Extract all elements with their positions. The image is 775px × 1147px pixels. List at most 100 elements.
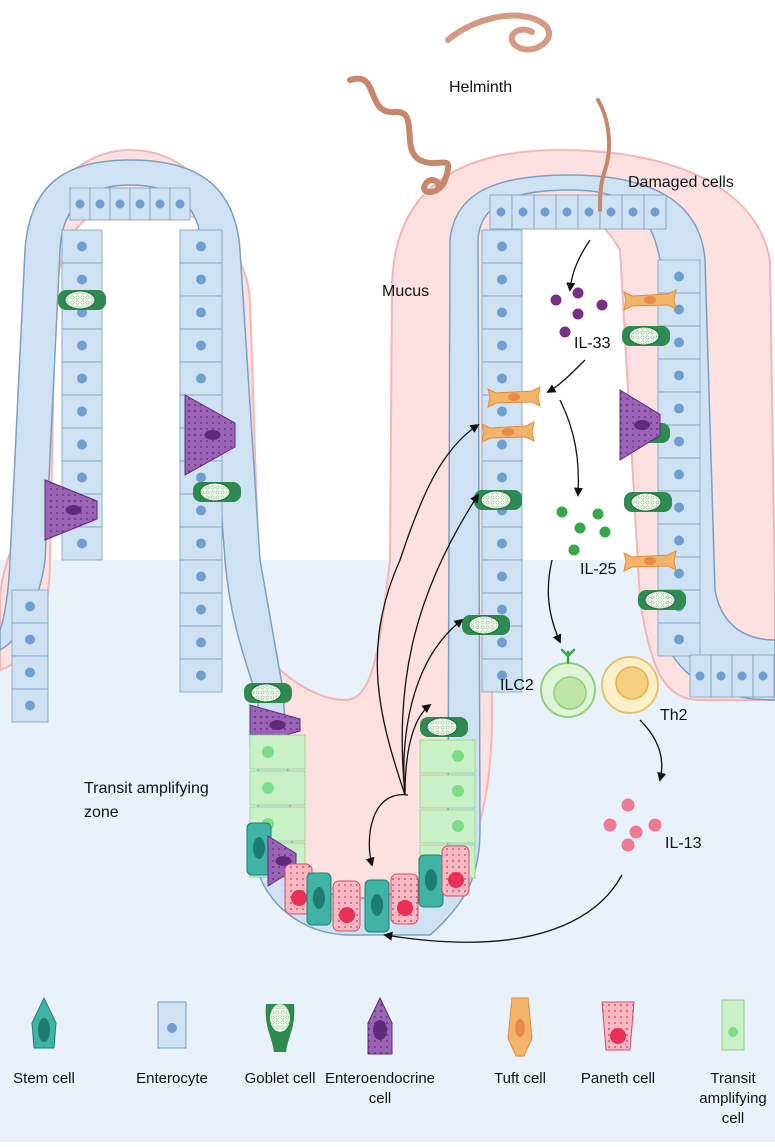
enterocyte	[481, 262, 523, 297]
enterocyte	[657, 358, 701, 393]
goblet-cell	[462, 615, 510, 635]
enterocyte-icon	[157, 1001, 187, 1049]
goblet-cell	[624, 492, 672, 512]
enterocyte	[689, 654, 712, 698]
il25-dot	[592, 508, 604, 520]
enterocyte	[61, 394, 103, 429]
specialized-cells	[44, 289, 686, 933]
helminth-worm-1	[445, 12, 552, 53]
enterocyte	[89, 187, 111, 221]
stem-cell	[306, 872, 332, 926]
il33-dot	[559, 326, 571, 338]
signal-arrows	[365, 239, 667, 943]
il33-dot	[572, 287, 584, 299]
transit-zone-label-line2: zone	[84, 804, 119, 821]
enterocyte	[621, 194, 645, 230]
paneth-cell	[284, 863, 313, 915]
il13-dot	[621, 838, 635, 852]
enterocyte	[599, 194, 623, 230]
enterocyte	[577, 194, 601, 230]
transit-zone-label-line1: Transit amplifying	[84, 780, 209, 797]
il25-dot	[599, 526, 611, 538]
legend-label: Enterocyte	[136, 1070, 208, 1087]
enterocyte	[61, 328, 103, 363]
il33-label: IL-33	[574, 335, 611, 352]
tuft-cell	[623, 550, 677, 572]
goblet-cell	[58, 290, 106, 310]
enterocyte	[179, 625, 223, 660]
epithelial-cells	[11, 187, 775, 723]
legend-label: Goblet cell	[245, 1070, 316, 1087]
enterocyte	[61, 460, 103, 495]
legend-item: Goblet cell	[245, 1004, 316, 1087]
transit-amplifying-cell	[419, 739, 476, 774]
legend-item: Tuft cell	[494, 997, 546, 1087]
legend-item: Paneth cell	[581, 1001, 655, 1087]
th2-label: Th2	[660, 707, 688, 724]
enterocyte	[69, 187, 91, 221]
enterocyte	[179, 361, 223, 396]
il25-label: IL-25	[580, 561, 617, 578]
enterocyte	[61, 526, 103, 561]
enteroendocrine-cell	[44, 479, 98, 541]
enterocyte	[179, 262, 223, 297]
paneth-cell	[390, 873, 419, 925]
il33-dot	[572, 308, 584, 320]
enterocyte	[179, 592, 223, 627]
enterocyte	[481, 460, 523, 495]
paneth-cell	[332, 880, 361, 932]
enterocyte	[109, 187, 131, 221]
stem-cell	[246, 822, 272, 876]
il13-label: IL-13	[665, 835, 702, 852]
enterocyte	[11, 622, 49, 657]
enterocyte	[511, 194, 535, 230]
enterocyte	[481, 559, 523, 594]
helminth-worm-2	[347, 75, 452, 195]
enterocyte	[481, 658, 523, 693]
legend-label: Tuft cell	[494, 1070, 546, 1087]
legend-label: Transit	[710, 1070, 756, 1087]
enterocyte	[129, 187, 151, 221]
goblet-cell-icon	[265, 1004, 295, 1052]
enterocyte	[179, 526, 223, 561]
il13-molecules	[603, 798, 662, 852]
legend-label: Enteroendocrine	[325, 1070, 435, 1087]
il33-dot	[596, 299, 608, 311]
enterocyte	[481, 229, 523, 264]
enterocyte	[11, 688, 49, 723]
enterocyte	[657, 457, 701, 492]
enterocyte	[657, 259, 701, 294]
tuft-cell	[487, 386, 541, 408]
enterocyte	[710, 654, 733, 698]
goblet-cell	[638, 590, 686, 610]
il33-dot	[550, 294, 562, 306]
enterocyte	[11, 589, 49, 624]
damaged-cells-label: Damaged cells	[628, 174, 734, 191]
enterocyte	[179, 229, 223, 264]
enterocyte	[489, 194, 513, 230]
legend-label: cell	[369, 1090, 392, 1107]
enterocyte	[11, 655, 49, 690]
enterocyte	[179, 559, 223, 594]
enteroendocrine-cell	[619, 389, 661, 461]
tuft-cell	[623, 289, 677, 311]
transit-amplifying-cell	[249, 770, 306, 806]
stem-cell	[418, 854, 444, 908]
enteroendocrine-cell-icon	[367, 996, 393, 1055]
transit-amplifying-cell	[419, 809, 476, 844]
th2-cell	[601, 656, 659, 714]
enterocyte	[657, 523, 701, 558]
il13-dot	[648, 818, 662, 832]
transit-amplifying-cell-icon	[721, 999, 745, 1051]
il13-dot	[621, 798, 635, 812]
ilc2-cell	[540, 648, 596, 718]
enterocyte	[643, 194, 667, 230]
enterocyte	[752, 654, 775, 698]
il25-molecules	[556, 506, 611, 556]
legend-label: Paneth cell	[581, 1070, 655, 1087]
goblet-cell	[193, 482, 241, 502]
tuft-cell	[481, 421, 535, 443]
legend-item: Stem cell	[13, 996, 75, 1087]
